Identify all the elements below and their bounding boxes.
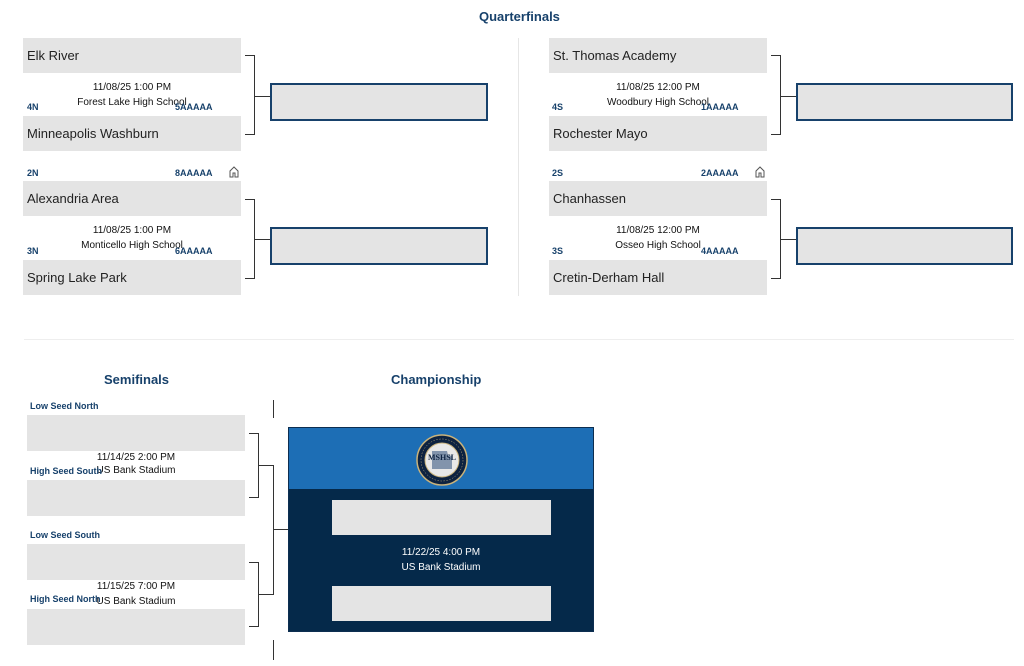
semi-1-bracket — [249, 433, 259, 498]
qf-right-2-bracket — [771, 199, 781, 279]
semifinal-bottom-tick — [273, 640, 274, 660]
semi-1-venue: US Bank Stadium — [96, 465, 176, 476]
qf-left-1-bottom-seed: 4N — [27, 102, 39, 112]
semi-2-venue: US Bank Stadium — [96, 596, 176, 607]
championship-datetime: 11/22/25 4:00 PM — [401, 547, 481, 558]
qf-left-1-bottom-team[interactable]: Minneapolis Washburn — [23, 116, 241, 151]
semi-2-datetime: 11/15/25 7:00 PM — [96, 581, 176, 592]
qf-right-2-bottom-team[interactable]: Cretin-Derham Hall — [549, 260, 767, 295]
qf-right-1-connector — [781, 96, 796, 97]
qf-left-2-bottom-class: 6AAAAA — [175, 246, 213, 256]
qf-right-2-datetime: 11/08/25 12:00 PM — [616, 225, 700, 236]
semi-1-bottom-slot[interactable] — [27, 480, 245, 516]
qf-left-1-connector — [255, 96, 270, 97]
qf-left-2-top-team[interactable]: Alexandria Area — [23, 181, 241, 216]
semi-1-datetime: 11/14/25 2:00 PM — [96, 452, 176, 463]
semi-1-top-slot[interactable] — [27, 415, 245, 451]
qf-left-1-venue: Forest Lake High School — [77, 97, 187, 108]
championship-panel: MSHSL 11/22/25 4:00 PM US Bank Stadium — [288, 427, 594, 632]
championship-header: MSHSL — [289, 428, 593, 489]
qf-right-1-bracket — [771, 55, 781, 135]
quarterfinals-title: Quarterfinals — [479, 9, 560, 24]
final-connector-horizontal — [273, 529, 288, 530]
championship-title: Championship — [391, 372, 482, 387]
qf-right-2-top-class: 2AAAAA — [701, 168, 739, 178]
qf-right-2-top-seed: 2S — [552, 168, 564, 178]
qf-left-1-datetime: 11/08/25 1:00 PM — [92, 82, 172, 93]
mshsl-logo-icon — [416, 434, 468, 486]
qf-right-1-venue: Woodbury High School — [606, 97, 710, 108]
semifinal-top-tick — [273, 400, 274, 418]
qf-right-1-bottom-seed: 4S — [552, 102, 564, 112]
qf-left-2-winner-slot[interactable] — [270, 227, 488, 265]
semi-2-connector — [259, 594, 273, 595]
semi-2-bottom-label: High Seed North — [30, 594, 101, 604]
qf-left-1-winner-slot[interactable] — [270, 83, 488, 121]
qf-left-2-top-seed: 2N — [27, 168, 39, 178]
qf-left-2-top-class: 8AAAAA — [175, 168, 213, 178]
home-icon — [755, 166, 765, 178]
semi-2-top-label: Low Seed South — [30, 530, 101, 540]
semi-1-top-label: Low Seed North — [30, 401, 99, 411]
qf-right-1-top-team[interactable]: St. Thomas Academy — [549, 38, 767, 73]
qf-left-2-bracket — [245, 199, 255, 279]
qf-right-2-bottom-seed: 3S — [552, 246, 564, 256]
semi-2-top-slot[interactable] — [27, 544, 245, 580]
qf-left-2-bottom-team[interactable]: Spring Lake Park — [23, 260, 241, 295]
qf-left-1-bracket — [245, 55, 255, 135]
championship-venue: US Bank Stadium — [401, 562, 481, 573]
qf-right-2-bottom-class: 4AAAAA — [701, 246, 739, 256]
semi-2-bracket — [249, 562, 259, 627]
region-divider — [518, 38, 519, 296]
qf-right-2-venue: Osseo High School — [615, 240, 701, 251]
qf-left-2-connector — [255, 239, 270, 240]
home-icon — [229, 166, 239, 178]
championship-top-slot[interactable] — [332, 500, 551, 535]
qf-right-2-winner-slot[interactable] — [796, 227, 1013, 265]
qf-right-1-bottom-team[interactable]: Rochester Mayo — [549, 116, 767, 151]
qf-right-1-datetime: 11/08/25 12:00 PM — [616, 82, 700, 93]
qf-left-1-top-team[interactable]: Elk River — [23, 38, 241, 73]
qf-left-2-datetime: 11/08/25 1:00 PM — [92, 225, 172, 236]
championship-bottom-slot[interactable] — [332, 586, 551, 621]
qf-right-2-connector — [781, 239, 796, 240]
semi-1-bottom-label: High Seed South — [30, 466, 102, 476]
qf-right-1-winner-slot[interactable] — [796, 83, 1013, 121]
final-connector-vertical — [273, 465, 274, 595]
semi-2-bottom-slot[interactable] — [27, 609, 245, 645]
qf-left-2-venue: Monticello High School — [81, 240, 183, 251]
semi-1-connector — [259, 465, 273, 466]
section-divider — [24, 339, 1014, 340]
qf-right-1-bottom-class: 1AAAAA — [701, 102, 739, 112]
semifinals-title: Semifinals — [104, 372, 170, 387]
qf-left-2-bottom-seed: 3N — [27, 246, 39, 256]
qf-right-2-top-team[interactable]: Chanhassen — [549, 181, 767, 216]
qf-left-1-bottom-class: 5AAAAA — [175, 102, 213, 112]
logo-text: MSHSL — [427, 453, 456, 462]
